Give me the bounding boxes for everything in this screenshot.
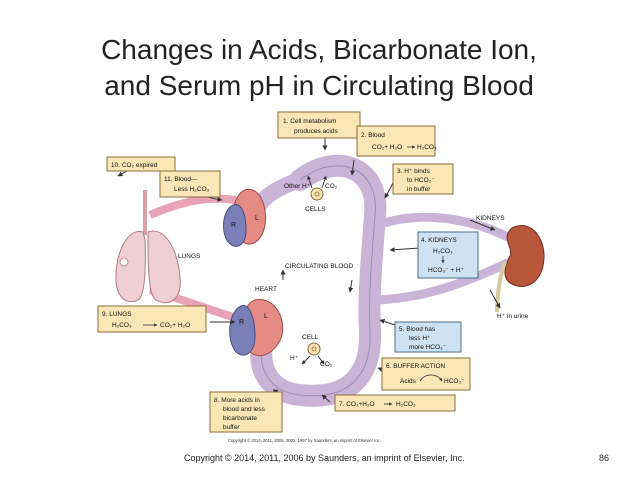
figure-copyright: Copyright © 2014, 2011, 2006, 2002, 1997… (228, 438, 381, 443)
heart-bottom-r-label: R (239, 319, 244, 326)
box-7-line-2: H₂CO₃ (396, 401, 416, 408)
box-11-blood-less-h2co3: 11. Blood— Less H₂CO₃ (159, 170, 221, 198)
box-5-line-1: 5. Blood has (399, 326, 436, 333)
box-4-line-3: HCO₃⁻ + H⁺ (428, 267, 464, 274)
box-8-more-acids: 8. More acids in blood and less bicarbon… (209, 391, 283, 433)
slide-title: Changes in Acids, Bicarbonate Ion, and S… (0, 32, 638, 104)
box-9-line-3: CO₂+ H₂O (160, 322, 190, 329)
box-2-line-3: H₂CO₃ (417, 144, 437, 151)
title-line-1: Changes in Acids, Bicarbonate Ion, (101, 34, 537, 65)
box-3-line-3: in buffer (407, 186, 431, 193)
cells-circle (310, 187, 324, 201)
box-11-line-2: Less H₂CO₃ (174, 186, 210, 193)
label-co2-top: CO₂ (325, 183, 338, 190)
box-5-blood-less-h: 5. Blood has less H⁺ more HCO₃⁻ (394, 321, 462, 353)
box-8-line-2: blood and less (223, 406, 266, 413)
box-8-line-4: buffer (223, 424, 240, 431)
box-2-blood: 2. Blood CO₂+ H₂O H₂CO₃ (356, 125, 437, 157)
renal-vessel-upper (376, 212, 513, 243)
cell-nucleus (311, 346, 317, 352)
box-1-line-2: produces acids (294, 128, 338, 135)
box-1-line-1: 1. Cell metabolism (283, 118, 336, 125)
label-kidneys: KIDNEYS (476, 215, 505, 222)
label-other-h: Other H⁺ (284, 183, 310, 190)
label-co2-bottom: CO₂ (320, 361, 333, 368)
heart-top-l-label: L (255, 215, 259, 222)
slide-copyright: Copyright © 2014, 2011, 2006 by Saunders… (184, 453, 465, 463)
box-4-kidneys: 4. KIDNEYS H₂CO₃ HCO₃⁻ + H⁺ (417, 231, 479, 279)
heart-bottom-l-label: L (264, 313, 268, 320)
lung-left (115, 231, 146, 302)
title-line-2: and Serum pH in Circulating Blood (104, 70, 534, 101)
renal-vessel-lower (375, 257, 512, 305)
circulation-loop-edge (260, 165, 376, 397)
page-number: 86 (599, 453, 610, 463)
box-9-line-2: H₂CO₃ (112, 322, 132, 329)
box-11-line-1: 11. Blood— (164, 176, 198, 183)
label-h-in-urine: H⁺ in urine (497, 313, 529, 320)
box-4-line-1: 4. KIDNEYS (421, 237, 457, 244)
box-5-line-3: more HCO₃⁻ (409, 344, 446, 351)
box-6-line-3: HCO₃⁻ (444, 378, 465, 385)
box-2-line-2: CO₂+ H₂O (372, 144, 402, 151)
box-10-co2-expired: 10. CO₂ expired (106, 156, 176, 172)
label-cells: CELLS (305, 206, 326, 213)
heart-top: R L (223, 188, 267, 247)
box-3-line-1: 3. H⁺ binds (397, 168, 430, 175)
box-10-line-1: 10. CO₂ expired (111, 162, 158, 169)
cells-nucleus (314, 191, 320, 197)
label-circulating-blood: CIRCULATING BLOOD (285, 263, 353, 270)
box-5-line-2: less H⁺ (409, 335, 431, 342)
box-6-line-2: Acids (400, 378, 417, 385)
box-8-line-3: bicarbonate (223, 415, 257, 422)
box-3-h-binds: 3. H⁺ binds to HCO₃⁻ in buffer (392, 163, 454, 195)
lung-spot (119, 257, 129, 267)
box-7-line-1: 7. CO₂+H₂O (339, 401, 375, 408)
kidney-shape (504, 225, 545, 287)
box-9-lungs: 9. LUNGS H₂CO₃ CO₂+ H₂O (97, 305, 207, 333)
label-cell: CELL (302, 334, 319, 341)
pulmonary-vessel-upper (148, 194, 237, 219)
box-3-line-2: to HCO₃⁻ (407, 177, 435, 184)
box-6-buffer-action: 6. BUFFER ACTION Acids HCO₃⁻ (381, 357, 471, 391)
heart-top-r-label: R (231, 222, 236, 229)
lung-right (147, 230, 181, 304)
box-1-cell-metabolism: 1. Cell metabolism produces acids (277, 111, 361, 139)
box-2-line-1: 2. Blood (361, 132, 385, 139)
box-8-line-1: 8. More acids in (214, 397, 260, 404)
label-heart: HEART (255, 286, 277, 293)
box-4-line-2: H₂CO₃ (433, 248, 453, 255)
box-9-line-1: 9. LUNGS (102, 311, 132, 318)
box-7-co2-h2o: 7. CO₂+H₂O H₂CO₃ (334, 394, 456, 412)
heart-bottom: R L (229, 299, 284, 357)
cell-circle (307, 342, 321, 356)
label-lungs: LUNGS (178, 253, 201, 260)
label-h-bottom: H⁺ (290, 355, 298, 362)
box-6-line-1: 6. BUFFER ACTION (386, 363, 446, 370)
